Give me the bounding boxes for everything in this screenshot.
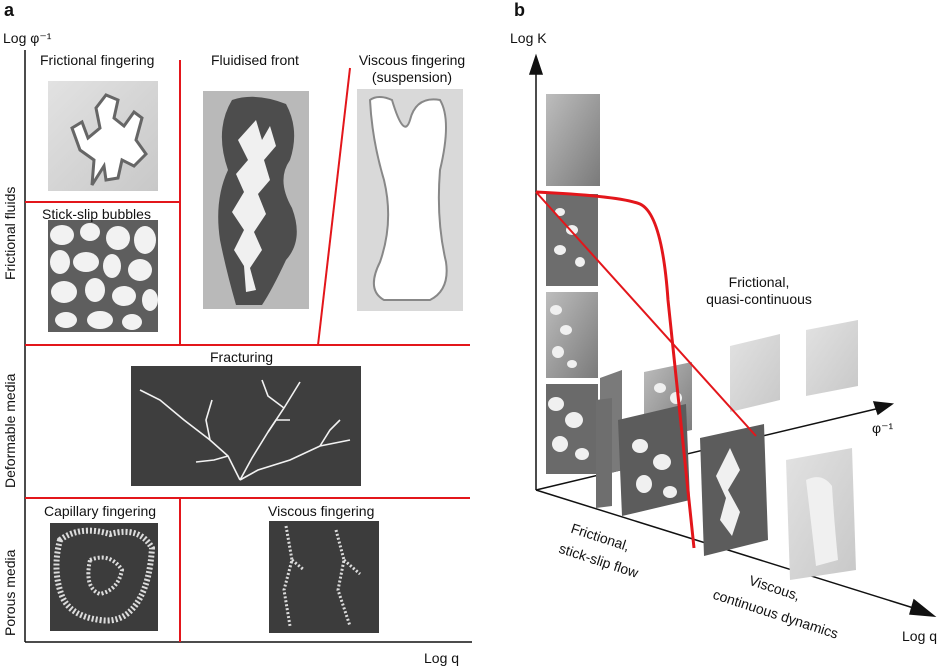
label-viscous-fingering-suspension: Viscous fingering: [358, 52, 466, 68]
panel-b-x-axis-label: Log q: [902, 628, 938, 644]
row-label-deformable-media: Deformable media: [2, 373, 18, 488]
label-suspension: (suspension): [371, 69, 453, 85]
regime-quasi-continuous-line2: quasi-continuous: [706, 291, 812, 307]
label-stick-slip-bubbles: Stick-slip bubbles: [42, 206, 151, 222]
label-capillary-fingering: Capillary fingering: [44, 503, 157, 519]
panel-b-letter: b: [514, 0, 525, 20]
regime-quasi-continuous-line1: Frictional,: [728, 274, 790, 290]
frictional-fingering-image: [48, 81, 158, 191]
row-label-frictional-fluids: Frictional fluids: [2, 186, 18, 280]
label-frictional-fingering: Frictional fingering: [40, 52, 155, 68]
label-fluidised-front: Fluidised front: [211, 52, 299, 68]
viscous-fingering-suspension-image: [357, 89, 463, 311]
panel-b-floor-images: [596, 320, 858, 580]
viscous-fingering-porous-image: [269, 521, 379, 633]
stick-slip-bubbles-image: [48, 220, 158, 332]
panel-a-letter: a: [4, 0, 15, 20]
panel-b-depth-axis-label: φ⁻¹: [872, 420, 894, 436]
capillary-fingering-image: [50, 523, 158, 631]
fluidised-front-image: [203, 91, 309, 309]
panel-a-x-axis-label: Log q: [424, 650, 460, 666]
panel-a-y-axis-label: Log φ⁻¹: [3, 30, 52, 46]
panel-b-wall-images: [546, 94, 600, 474]
panel-a-boundaries: [25, 60, 470, 642]
panel-b-boundaries: [535, 190, 757, 549]
label-fracturing: Fracturing: [210, 349, 274, 365]
label-viscous-fingering: Viscous fingering: [268, 503, 375, 519]
fracturing-image: [131, 366, 361, 486]
panel-b-z-axis-label: Log K: [510, 30, 547, 46]
row-label-porous-media: Porous media: [2, 549, 18, 636]
